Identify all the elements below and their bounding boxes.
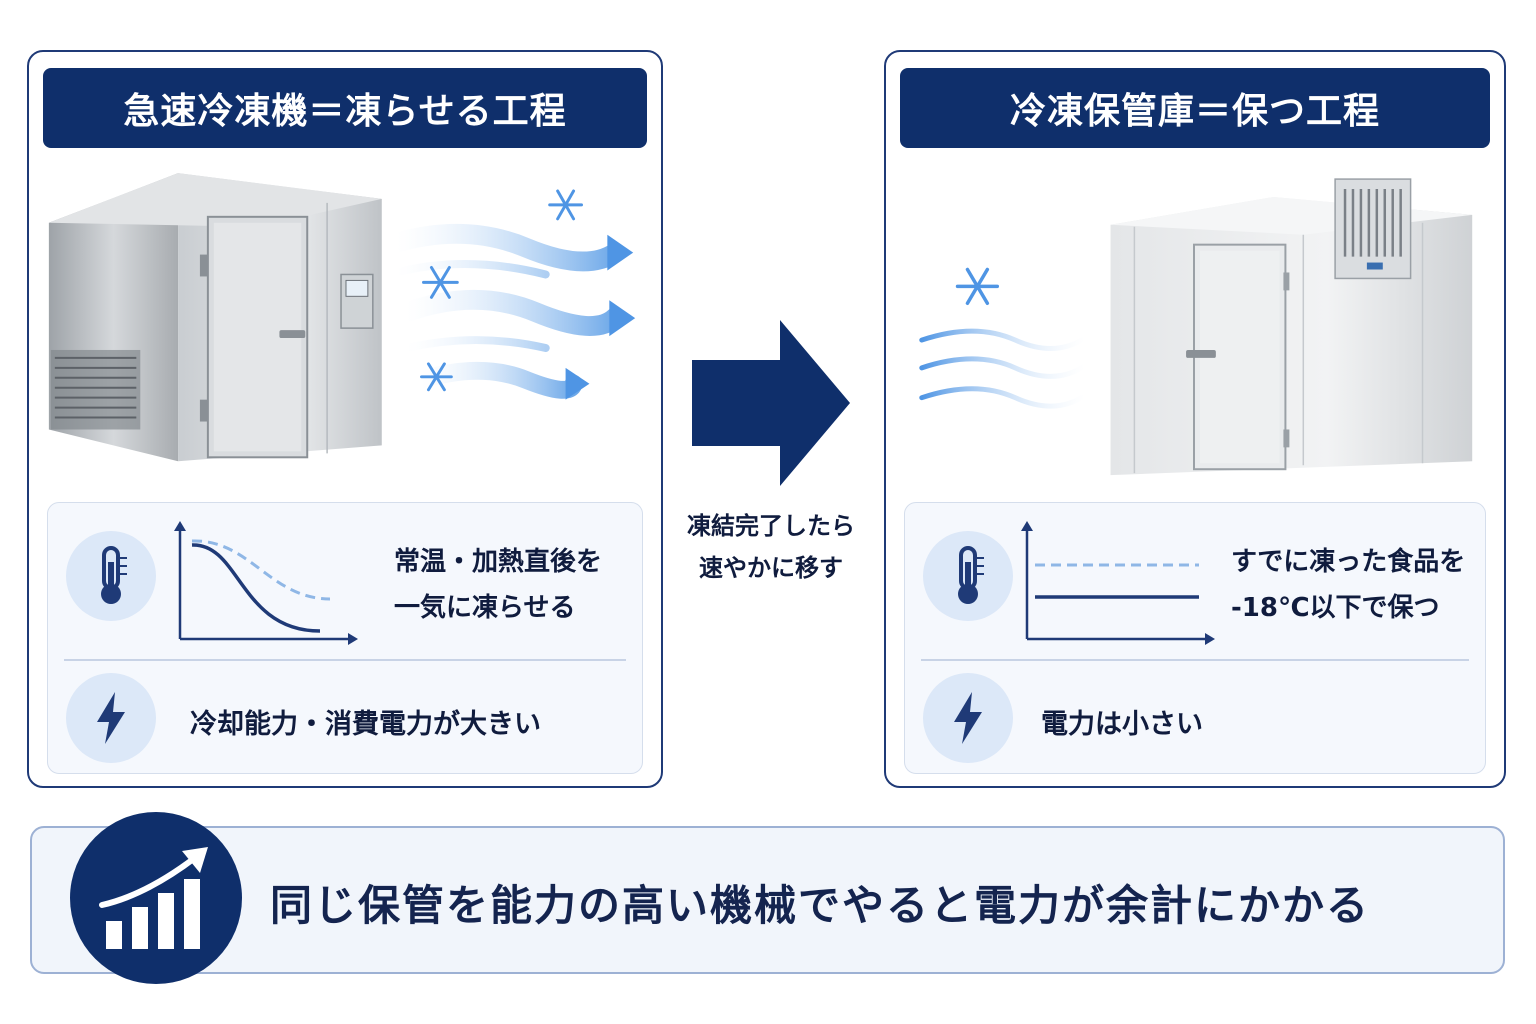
lightning-icon [923,673,1013,763]
right-arrow-icon [692,320,850,486]
blast-freezer-panel: 急速冷凍機＝凍らせる工程 [27,50,663,788]
cold-wind-arrows [386,223,626,399]
blast-freezer-description: 常温・加熱直後を 一気に凍らせる [394,547,603,623]
summary-text: 同じ保管を能力の高い機械でやると電力が余計にかかる [270,881,1371,930]
freezer-storage-panel: 冷凍保管庫＝保つ工程 [884,50,1506,788]
blast-freezer-title: 急速冷凍機＝凍らせる工程 [43,68,647,148]
blast-freezer-image [48,173,382,462]
summary-bar [30,826,1505,974]
transfer-note: 凍結完了したら 速やかに移す [687,512,855,582]
snowflake-icon [955,267,1000,306]
blast-freezer-info-card: 常温・加熱直後を 一気に凍らせる 冷却能力・消費電力が大きい [47,502,643,774]
freezer-storage-power-text: 電力は小さい [1041,709,1203,740]
rapid-cooling-curve-graph [174,521,358,645]
blast-freezer-illustration [48,173,636,462]
rising-bar-chart-icon [70,812,242,984]
info-divider [921,659,1469,661]
thermometer-icon [923,531,1013,621]
steady-temperature-graph [1021,521,1215,645]
info-divider [64,659,626,661]
freezer-storage-title: 冷凍保管庫＝保つ工程 [900,68,1490,148]
lightning-icon [66,673,156,763]
gentle-wind-lines [919,328,1088,409]
snowflake-icon [420,189,583,392]
blast-freezer-power-text: 冷却能力・消費電力が大きい [190,709,541,740]
freezer-storage-illustration [919,178,1473,476]
freezer-storage-info-card: すでに凍った食品を -18℃以下で保つ 電力は小さい [904,502,1486,774]
freezer-storage-description: すでに凍った食品を -18℃以下で保つ [1231,547,1466,623]
thermometer-icon [66,531,156,621]
walk-in-freezer-image [1110,178,1473,476]
